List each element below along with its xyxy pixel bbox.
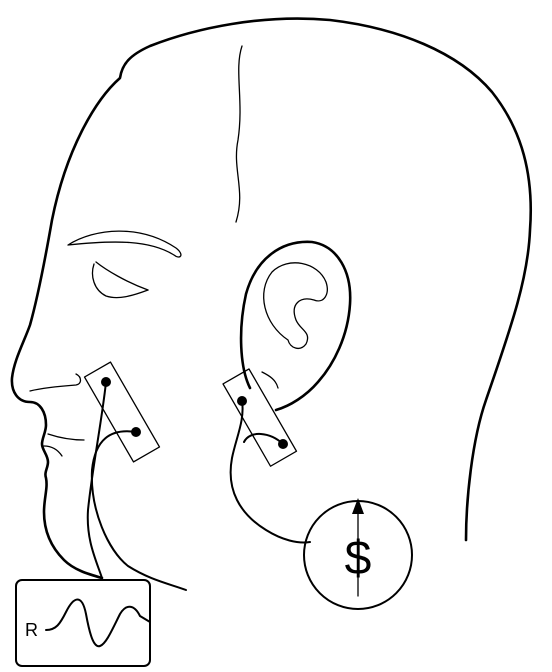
eye-lower-lid [93, 264, 149, 298]
recording-label: R [25, 620, 38, 640]
cmap-waveform [46, 600, 150, 647]
stimulating-lead-wire-2 [244, 434, 283, 444]
recording-box: R [16, 580, 150, 666]
stimulator-symbol: $ [345, 532, 372, 585]
recording-lead-wire-2 [92, 431, 186, 590]
ear-lobe [262, 372, 278, 388]
upper-lip [48, 434, 84, 440]
eyebrow [68, 231, 181, 257]
ear-inner [264, 263, 328, 349]
nostril [30, 374, 81, 391]
stimulator: $ [304, 498, 412, 609]
hair-part-line [236, 46, 242, 222]
stimulating-lead-wire-1 [231, 401, 310, 543]
eye-upper-lid [96, 262, 148, 290]
recording-lead-wire-1 [88, 382, 106, 578]
